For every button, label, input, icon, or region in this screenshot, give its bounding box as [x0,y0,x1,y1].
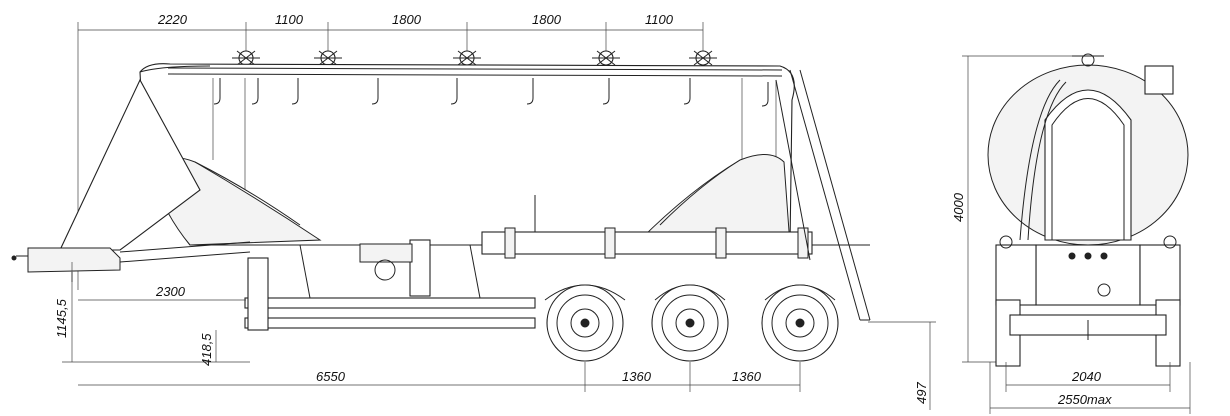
tank-hooks [213,78,769,107]
dim-axle-spacing-2: 1360 [732,369,762,384]
dim-top-5: 1100 [645,12,674,27]
side-dimensions: 2300 1145,5 418,5 6550 1360 1360 497 [54,262,936,410]
dim-top-3: 1800 [392,12,422,27]
rear-view: 4000 2040 2550max [951,53,1191,414]
wheel-1 [546,284,624,362]
dim-top-1: 2220 [157,12,188,27]
wheel-3 [761,284,839,362]
axle-group [544,284,839,362]
gooseneck [11,78,251,282]
tank-body [139,63,795,246]
dim-overall-width: 2550max [1057,392,1112,407]
hatch-valves [232,50,717,66]
dim-overall-length: 6550 [316,369,346,384]
dim-ground-clearance: 497 [914,382,929,404]
side-view: 2220 1100 1800 1800 1100 [11,12,936,410]
chassis-frame [244,69,871,331]
dim-track-width: 2040 [1071,369,1102,384]
dim-axle-spacing-1: 1360 [622,369,652,384]
dim-tank-height: 4000 [951,192,966,222]
wheel-2 [651,284,729,362]
dim-height-total: 1145,5 [54,298,69,338]
dim-frame-height: 418,5 [199,333,214,366]
top-dimension-chain: 2220 1100 1800 1800 1100 [77,12,704,290]
dim-top-2: 1100 [275,12,304,27]
dim-front-overhang: 2300 [155,284,186,299]
dim-top-4: 1800 [532,12,562,27]
